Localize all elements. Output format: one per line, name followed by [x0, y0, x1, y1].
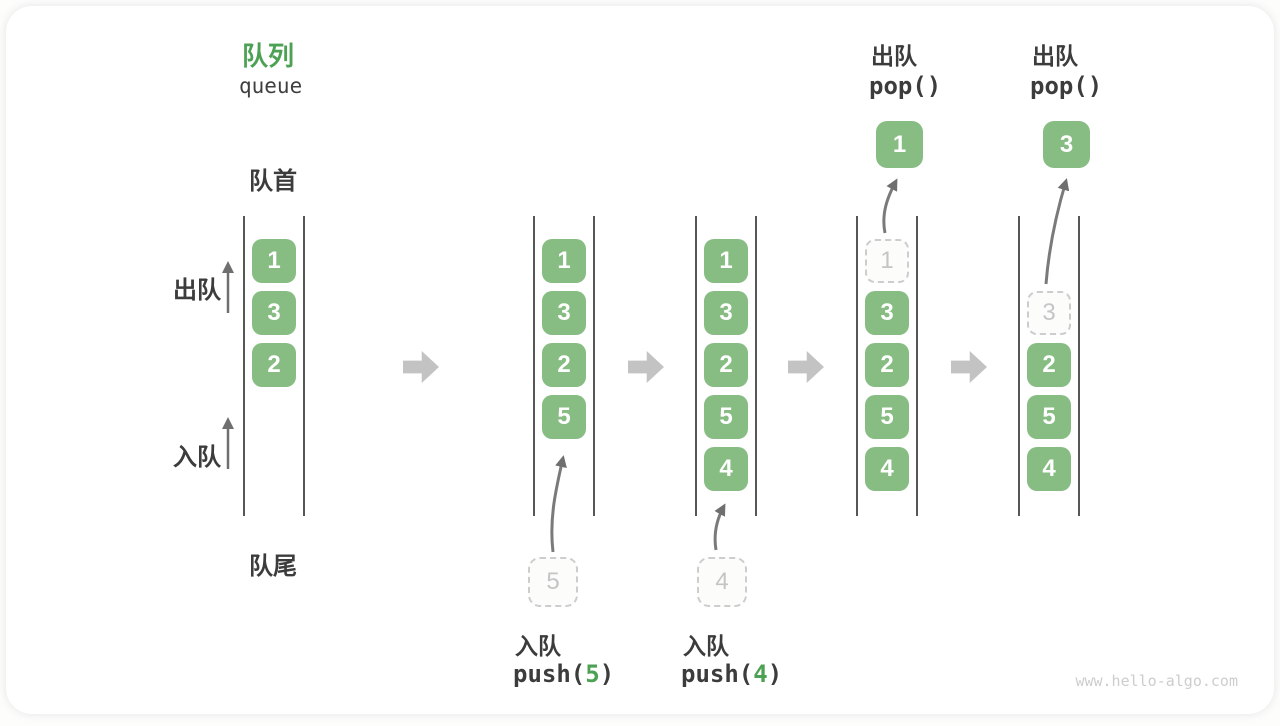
queue-cell: 4 — [865, 447, 909, 491]
pop2-label: 出队 — [1032, 43, 1078, 69]
popped-element-3: 3 — [1043, 121, 1090, 168]
push4-code-open: push( — [681, 660, 754, 688]
pop2-code: pop() — [1030, 72, 1103, 100]
queue-cell: 3 — [542, 291, 586, 335]
queue-column-1: 1 3 2 — [243, 216, 305, 516]
queue-cell: 2 — [252, 343, 296, 387]
queue-column-5: 3 2 5 4 — [1018, 216, 1080, 516]
queue-rear-label: 队尾 — [249, 553, 297, 580]
diagram-card: 队列 queue 队首 队尾 出队 入队 1 3 2 1 3 2 5 1 3 2… — [6, 6, 1274, 714]
push5-arg: 5 — [585, 660, 600, 688]
queue-cell: 5 — [704, 395, 748, 439]
queue-column-4: 1 3 2 5 4 — [856, 216, 918, 516]
pop1-label: 出队 — [871, 43, 917, 69]
dequeue-side-label: 出队 — [173, 277, 221, 304]
diagram-subtitle: queue — [239, 74, 303, 98]
queue-cell: 2 — [542, 343, 586, 387]
push5-label: 入队 — [515, 633, 561, 659]
enqueue-side-label: 入队 — [173, 444, 221, 471]
push5-code-open: push( — [513, 660, 586, 688]
queue-cell-removed: 3 — [1027, 291, 1071, 335]
queue-cell: 2 — [704, 343, 748, 387]
push5-code-close: ) — [599, 660, 615, 688]
watermark: www.hello-algo.com — [1075, 672, 1238, 690]
queue-cell: 5 — [542, 395, 586, 439]
incoming-element-4: 4 — [697, 557, 747, 607]
queue-column-3: 1 3 2 5 4 — [695, 216, 757, 516]
queue-cell: 1 — [252, 239, 296, 283]
push5-code: push(5) — [513, 660, 614, 688]
queue-cell: 2 — [1027, 343, 1071, 387]
queue-cell: 5 — [865, 395, 909, 439]
queue-cell: 4 — [704, 447, 748, 491]
pop1-code: pop() — [869, 72, 942, 100]
queue-cell: 4 — [1027, 447, 1071, 491]
queue-cell-removed: 1 — [865, 239, 909, 283]
queue-cell: 2 — [865, 343, 909, 387]
queue-cell: 3 — [704, 291, 748, 335]
next-state-arrow-icon — [951, 351, 987, 383]
diagram-title: 队列 — [242, 41, 295, 71]
incoming-element-5: 5 — [528, 557, 578, 607]
push4-arg: 4 — [753, 660, 768, 688]
queue-front-label: 队首 — [249, 168, 297, 195]
queue-cell: 1 — [704, 239, 748, 283]
queue-cell: 3 — [252, 291, 296, 335]
push4-code: push(4) — [681, 660, 782, 688]
push4-label: 入队 — [683, 633, 729, 659]
push4-code-close: ) — [767, 660, 783, 688]
queue-column-2: 1 3 2 5 — [533, 216, 595, 516]
queue-cell: 1 — [542, 239, 586, 283]
popped-element-1: 1 — [876, 121, 923, 168]
next-state-arrow-icon — [403, 351, 439, 383]
next-state-arrow-icon — [788, 351, 824, 383]
queue-cell: 5 — [1027, 395, 1071, 439]
queue-cell: 3 — [865, 291, 909, 335]
next-state-arrow-icon — [628, 351, 664, 383]
